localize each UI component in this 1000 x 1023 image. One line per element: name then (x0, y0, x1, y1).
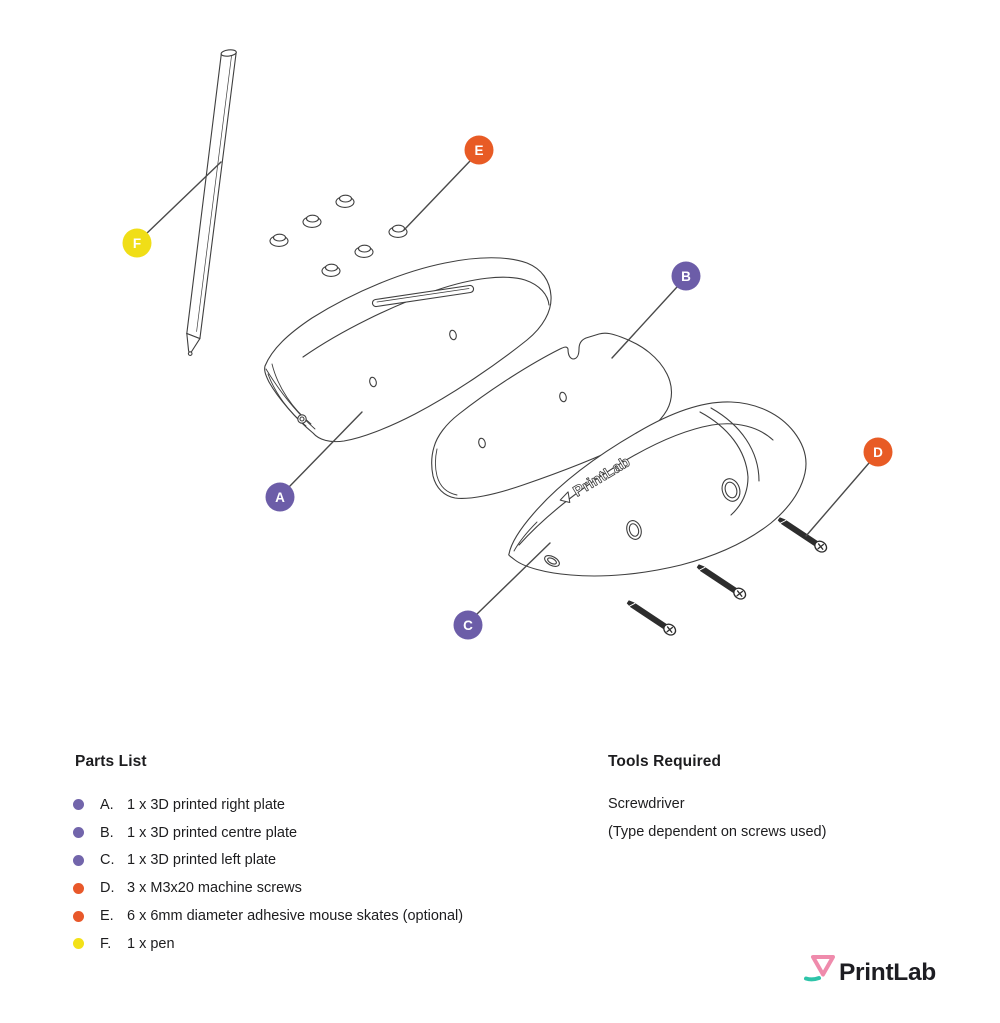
label-badge-a: A (265, 482, 295, 512)
screw-hole (559, 391, 567, 403)
screw-hole (449, 329, 457, 341)
logo-dash-icon (804, 976, 821, 982)
tools-title: Tools Required (608, 753, 722, 770)
bullet-icon (73, 910, 84, 922)
part-text: 1 x 3D printed right plate (127, 796, 285, 813)
bullet-icon (73, 799, 84, 811)
part-letter: D. (100, 880, 115, 897)
part-letter: F. (100, 935, 112, 952)
bullet-icon (73, 827, 84, 839)
part-letter: C. (100, 852, 115, 869)
printlab-logo: PrintLab (803, 948, 943, 997)
right-plate (264, 257, 552, 443)
part-text: 1 x pen (127, 935, 175, 952)
leader-lines (145, 160, 870, 615)
part-text: 1 x 3D printed left plate (127, 852, 277, 869)
part-row-c: C. 1 x 3D printed left plate (73, 847, 593, 875)
thumb-slot (371, 284, 475, 308)
part-text: 6 x 6mm diameter adhesive mouse skates (… (127, 908, 464, 925)
centre-plate (431, 332, 673, 499)
screw-hole (369, 376, 377, 388)
label-letter: F (133, 236, 141, 251)
part-text: 1 x 3D printed centre plate (127, 824, 298, 841)
tool-line: (Type dependent on screws used) (608, 823, 827, 840)
printlab-logo-graphic: PrintLab (804, 955, 936, 986)
label-badge-f: F (122, 228, 152, 258)
screw (626, 600, 677, 636)
part-letter: A. (100, 796, 114, 813)
logo-triangle-icon (811, 955, 835, 977)
logo-text: PrintLab (839, 959, 936, 986)
leader-line-e (403, 160, 471, 231)
skate (321, 263, 341, 277)
leader-line-b (611, 286, 678, 359)
screw-hole (478, 437, 486, 449)
tool-line: Screwdriver (608, 796, 685, 812)
label-badge-b: B (671, 261, 701, 291)
part-row-f: F. 1 x pen (73, 930, 593, 958)
skate (269, 233, 289, 247)
skate (354, 244, 374, 258)
mouse-skates (269, 194, 408, 277)
label-letter: A (275, 490, 285, 505)
label-letter: B (681, 269, 691, 284)
label-badge-e: E (464, 135, 494, 165)
label-badge-d: D (863, 437, 893, 467)
part-letter: E. (100, 908, 114, 925)
tools-required-section: Tools Required Screwdriver (Type depende… (608, 753, 968, 847)
leader-line-d (805, 462, 870, 537)
skate (302, 214, 322, 228)
bullet-icon (73, 854, 84, 866)
label-letter: D (873, 445, 883, 460)
part-row-e: E. 6 x 6mm diameter adhesive mouse skate… (73, 902, 593, 930)
leader-line-c (476, 542, 551, 615)
bullet-icon (73, 938, 84, 950)
screw (777, 517, 828, 553)
skate (335, 194, 355, 208)
label-letter: C (463, 618, 473, 633)
pen-illustration (186, 49, 237, 356)
part-row-a: A. 1 x 3D printed right plate (73, 791, 593, 819)
exploded-diagram: PrintLab (122, 49, 893, 640)
parts-list-title: Parts List (75, 753, 147, 770)
part-text: 3 x M3x20 machine screws (127, 880, 302, 897)
leader-line-f (145, 161, 222, 235)
part-row-b: B. 1 x 3D printed centre plate (73, 819, 593, 847)
label-badge-c: C (453, 610, 483, 640)
part-row-d: D. 3 x M3x20 machine screws (73, 874, 593, 902)
leader-line-a (288, 411, 363, 488)
skate (388, 224, 408, 238)
machine-screws (626, 517, 828, 636)
bullet-icon (73, 882, 84, 894)
label-badges: A B C D E F (122, 135, 893, 640)
label-letter: E (474, 143, 483, 158)
part-letter: B. (100, 824, 114, 841)
parts-list-section: Parts List A. 1 x 3D printed right plate… (73, 753, 593, 958)
screw (696, 564, 747, 600)
